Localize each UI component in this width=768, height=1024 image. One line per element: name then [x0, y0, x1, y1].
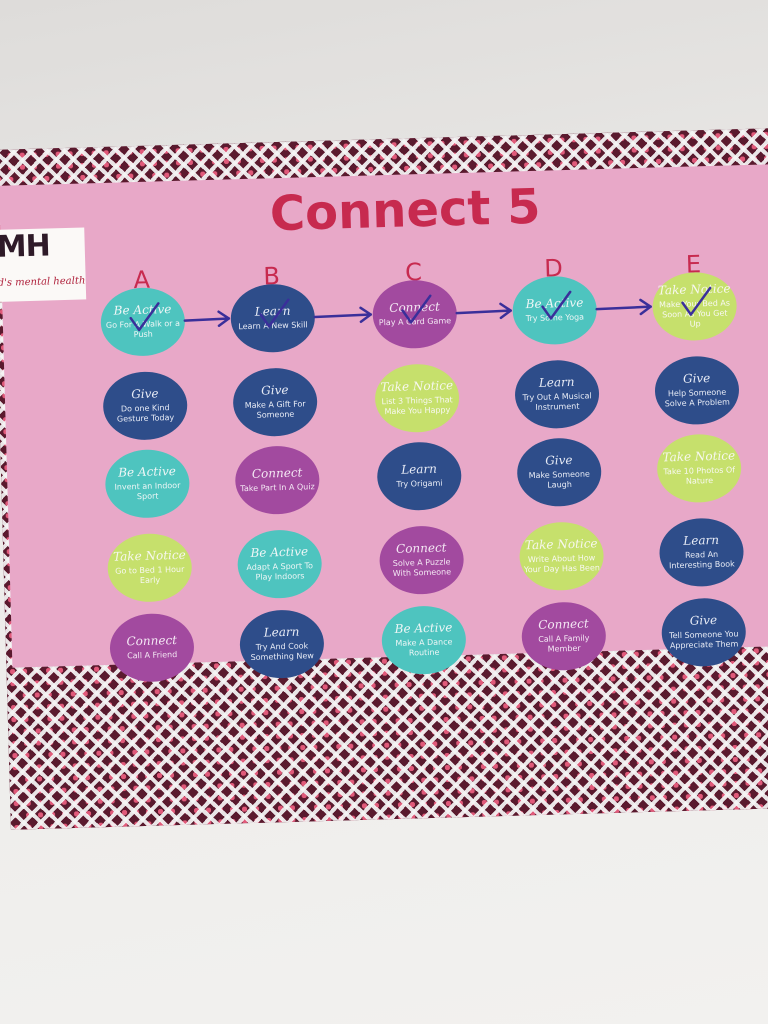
activity-text: Read An Interesting Book [668, 549, 735, 571]
category-connect: Connect [395, 540, 447, 556]
page-title: Connect 5 [269, 178, 542, 243]
activity-text: Make A Dance Routine [395, 637, 453, 658]
category-take-notice: Take Notice [662, 448, 736, 465]
category-take-notice: Take Notice [524, 536, 598, 553]
category-take-notice: Take Notice [657, 281, 731, 298]
category-learn: Learn [254, 303, 291, 319]
arrow-line [455, 309, 512, 315]
logo: MH d's mental health [0, 227, 87, 302]
activity-text: Adapt A Sport To Play Indoors [246, 561, 314, 582]
activity-text: Make Someone Laugh [528, 469, 590, 490]
category-connect: Connect [389, 299, 440, 315]
category-learn: Learn [683, 532, 720, 548]
activity-text: Do one Kind Gesture Today [116, 403, 175, 424]
activity-text: Take 10 Photos Of Nature [663, 465, 736, 486]
category-give: Give [689, 612, 718, 628]
activity-text: Tell Someone You Appreciate Them [669, 629, 739, 651]
activity-text: Go For A Walk or a Push [105, 318, 181, 340]
category-be-active: Be Active [118, 463, 177, 480]
arrow-line [183, 317, 231, 322]
activity-text: Call A Friend [127, 650, 178, 661]
activity-text: Play A Card Game [378, 316, 452, 328]
arrow-right-icon [359, 306, 372, 324]
activity-text: List 3 Things That Make You Happy [381, 395, 453, 417]
activity-text: Invent an Indoor Sport [114, 480, 181, 502]
category-be-active: Be Active [525, 295, 584, 312]
activity-text: Make Your Bed As Soon As You Get Up [658, 298, 731, 329]
category-learn: Learn [538, 374, 575, 390]
arrow-right-icon [639, 298, 652, 316]
category-learn: Learn [263, 624, 300, 640]
arrow-right-icon [217, 310, 231, 327]
category-connect: Connect [251, 465, 303, 481]
category-take-notice: Take Notice [112, 547, 186, 564]
category-connect: Connect [538, 616, 589, 632]
activity-text: Try And Cook Something New [250, 641, 314, 662]
activity-text: Take Part In A Quiz [240, 482, 315, 494]
activity-text: Make A Gift For Someone [244, 399, 306, 420]
category-give: Give [260, 382, 289, 398]
logo-text: MH [0, 228, 51, 265]
activity-text: Try Origami [396, 478, 443, 489]
arrow-line [595, 305, 652, 311]
category-be-active: Be Active [113, 302, 172, 318]
activity-text: Learn A New Skill [238, 320, 308, 332]
category-give: Give [545, 452, 573, 468]
activity-text: Solve A Puzzle With Someone [392, 557, 452, 578]
category-be-active: Be Active [394, 620, 453, 636]
pen-marks [129, 286, 712, 332]
activity-text: Help Someone Solve A Problem [664, 387, 731, 409]
category-give: Give [682, 371, 711, 386]
category-take-notice: Take Notice [380, 378, 454, 395]
activity-text: Call A Family Member [538, 633, 590, 654]
arrow-right-icon [499, 302, 512, 320]
category-connect: Connect [126, 633, 178, 649]
arrow-line [313, 313, 372, 319]
category-be-active: Be Active [250, 544, 309, 560]
activity-text: Try Some Yoga [525, 312, 585, 324]
activity-text: Try Out A Musical Instrument [522, 391, 592, 412]
logo-subtitle: d's mental health [0, 275, 86, 289]
activity-text: Write About How Your Day Has Been [523, 553, 601, 575]
category-give: Give [131, 386, 159, 402]
category-learn: Learn [401, 461, 438, 477]
activity-text: Go to Bed 1 Hour Early [115, 564, 185, 586]
